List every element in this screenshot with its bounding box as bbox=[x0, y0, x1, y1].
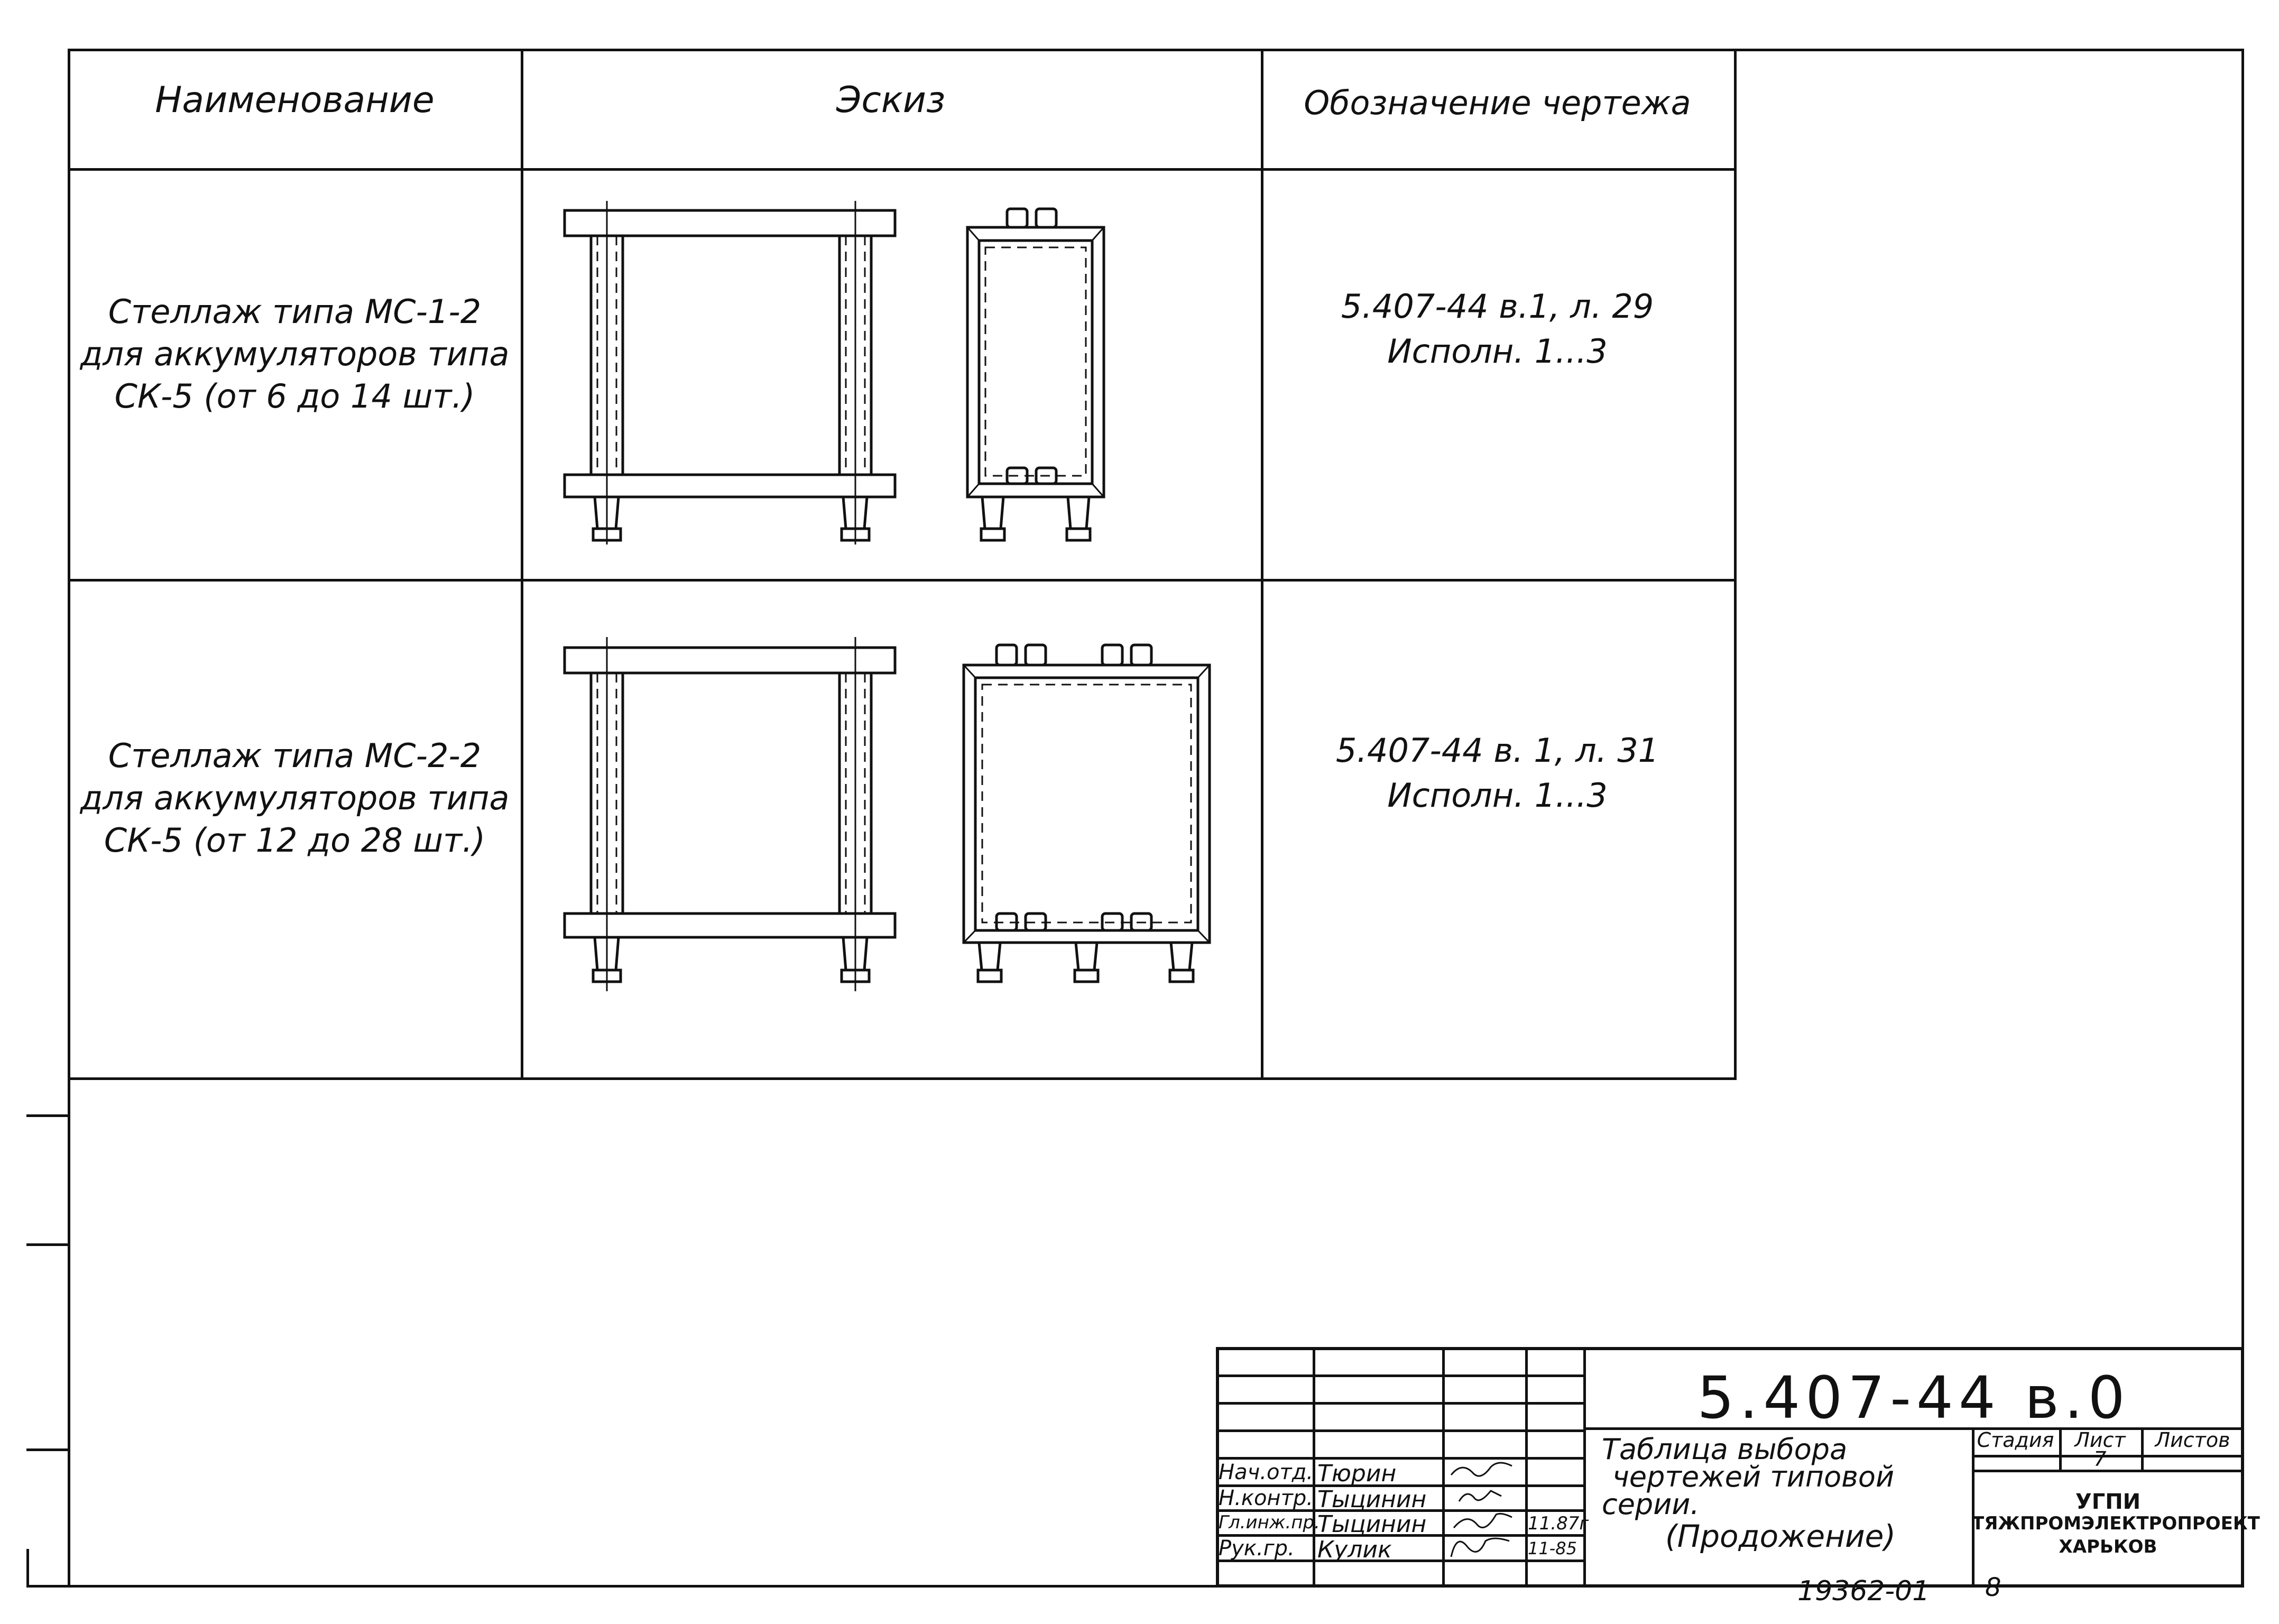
drawing-code: 5.407-44 в.0 bbox=[1697, 1364, 2130, 1432]
row2-name-line2: для аккумуляторов типа bbox=[80, 779, 510, 817]
row2-designation-line2: Исполн. 1...3 bbox=[1387, 776, 1608, 815]
tb-org-line2: ТЯЖПРОМЭЛЕКТРОПРОЕКТ bbox=[1972, 1513, 2260, 1534]
tb-col-4 bbox=[1583, 1347, 1586, 1586]
staff-role-3: Гл.инж.пр. bbox=[1219, 1512, 1320, 1533]
tb-row-6 bbox=[1216, 1509, 1586, 1512]
row1-designation-line1: 5.407-44 в.1, л. 29 bbox=[1341, 287, 1654, 326]
margin-tick-3 bbox=[26, 1448, 69, 1451]
tb-row-5 bbox=[1216, 1484, 1586, 1487]
inventory-number: 19362-01 bbox=[1797, 1575, 1930, 1607]
rack-ms-2-2-side-view bbox=[962, 643, 1211, 983]
frame-top bbox=[69, 49, 2244, 51]
table-col-line-3 bbox=[1734, 49, 1737, 1079]
tb-col-1 bbox=[1313, 1347, 1315, 1586]
staff-role-2: Н.контр. bbox=[1219, 1486, 1313, 1510]
tb-right-row-1 bbox=[1972, 1455, 2244, 1457]
tb-sheets-label: Листов bbox=[2155, 1428, 2230, 1452]
staff-name-4: Кулик bbox=[1317, 1536, 1392, 1563]
rack-ms-1-2-front-view bbox=[563, 201, 897, 545]
staff-date-3: 11.87г bbox=[1528, 1513, 1589, 1534]
tb-right-col-1 bbox=[1972, 1427, 1974, 1586]
header-designation: Обозначение чертежа bbox=[1304, 84, 1691, 122]
signature-4 bbox=[1450, 1537, 1510, 1557]
page-number: 8 bbox=[1985, 1573, 2001, 1602]
staff-date-4: 11-85 bbox=[1528, 1538, 1577, 1558]
table-row-line-2 bbox=[69, 579, 1737, 582]
tb-right-col-2 bbox=[2059, 1427, 2062, 1470]
tb-sheet-value: 7 bbox=[2093, 1447, 2107, 1471]
rack-ms-1-2-side-view bbox=[966, 207, 1105, 542]
tb-stage-label: Стадия bbox=[1977, 1428, 2054, 1452]
tb-row-1 bbox=[1216, 1374, 1586, 1377]
staff-name-2: Тыцинин bbox=[1317, 1486, 1427, 1513]
tb-right-row-2 bbox=[1972, 1470, 2244, 1472]
signature-2 bbox=[1458, 1490, 1502, 1502]
tb-right-col-3 bbox=[2141, 1427, 2144, 1470]
tb-sheet-label: Лист bbox=[2074, 1428, 2126, 1452]
header-name: Наименование bbox=[155, 79, 435, 121]
tb-title-line1: Таблица выбора bbox=[1602, 1433, 1848, 1466]
tb-row-2 bbox=[1216, 1402, 1586, 1405]
margin-tick-4 bbox=[26, 1549, 29, 1586]
tb-title-line2: чертежей типовой bbox=[1612, 1460, 1895, 1493]
row1-name-line1: Стеллаж типа МС-1-2 bbox=[108, 292, 482, 331]
table-col-line-2 bbox=[1261, 49, 1263, 1079]
tb-title-line4: (Продожение) bbox=[1665, 1518, 1896, 1554]
staff-role-4: Рук.гр. bbox=[1219, 1536, 1295, 1561]
tb-row-8 bbox=[1216, 1560, 1586, 1562]
row1-name-line3: СК-5 (от 6 до 14 шт.) bbox=[114, 377, 475, 416]
tb-row-4 bbox=[1216, 1457, 1586, 1460]
staff-name-1: Тюрин bbox=[1317, 1460, 1397, 1487]
row2-designation-line1: 5.407-44 в. 1, л. 31 bbox=[1335, 731, 1659, 770]
tb-org-line3: ХАРЬКОВ bbox=[2059, 1536, 2157, 1557]
row1-designation-line2: Исполн. 1...3 bbox=[1387, 332, 1608, 371]
row1-name-line2: для аккумуляторов типа bbox=[80, 335, 510, 373]
tb-org-line1: УГПИ bbox=[2075, 1490, 2141, 1514]
header-sketch: Эскиз bbox=[836, 79, 946, 121]
frame-left bbox=[68, 49, 70, 1587]
tb-row-3 bbox=[1216, 1429, 1586, 1432]
row2-name-line1: Стеллаж типа МС-2-2 bbox=[108, 736, 482, 775]
title-block bbox=[1216, 1347, 2244, 1588]
margin-tick-1 bbox=[26, 1114, 69, 1117]
tb-col-3 bbox=[1525, 1347, 1528, 1586]
table-row-line-1 bbox=[69, 168, 1737, 171]
staff-role-1: Нач.отд. bbox=[1219, 1460, 1314, 1484]
tb-row-7 bbox=[1216, 1534, 1586, 1537]
tb-title-line3: серии. bbox=[1602, 1488, 1700, 1521]
row2-name-line3: СК-5 (от 12 до 28 шт.) bbox=[104, 821, 486, 860]
tb-code-divider bbox=[1583, 1427, 2244, 1430]
signature-3 bbox=[1453, 1512, 1512, 1528]
signature-1 bbox=[1450, 1462, 1512, 1477]
tb-col-2 bbox=[1442, 1347, 1445, 1586]
frame-right bbox=[2241, 49, 2244, 1587]
margin-tick-2 bbox=[26, 1243, 69, 1246]
table-row-line-3 bbox=[69, 1077, 1737, 1080]
frame-bottom bbox=[26, 1585, 2244, 1588]
rack-ms-2-2-front-view bbox=[563, 637, 897, 991]
staff-name-3: Тыцинин bbox=[1317, 1511, 1427, 1538]
table-col-line-1 bbox=[521, 49, 523, 1079]
